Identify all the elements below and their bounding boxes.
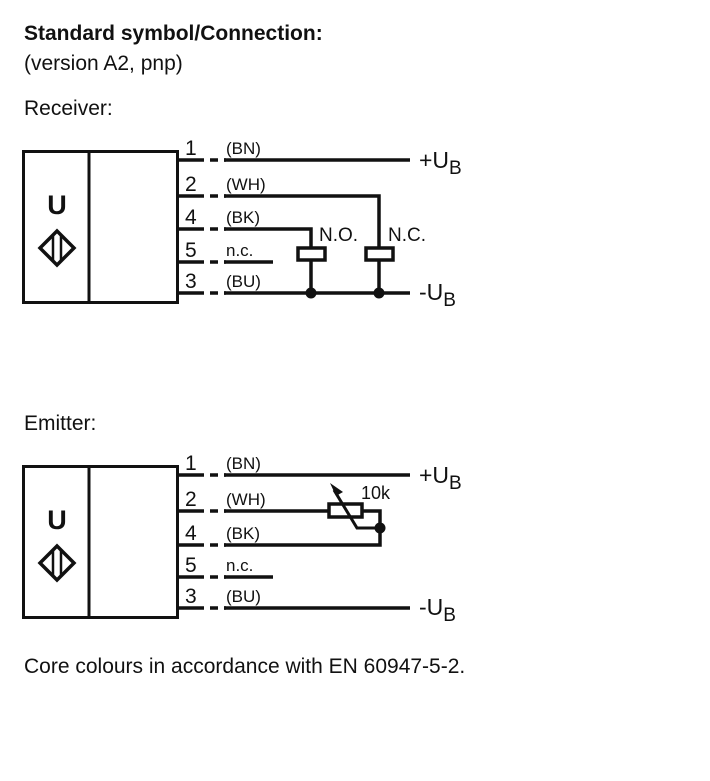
pin-number: 2 <box>185 488 197 511</box>
emitter-u-symbol: U <box>47 505 67 535</box>
receiver-wire-2 <box>224 194 381 247</box>
pin-color-code: (BK) <box>226 208 260 227</box>
pin-number: 5 <box>185 554 197 577</box>
emitter-pin: 1 (BN) <box>178 452 261 477</box>
pin-color-code: (WH) <box>226 175 266 194</box>
emitter-pin: 2 (WH) <box>178 488 266 513</box>
pin-color-code: (BN) <box>226 454 261 473</box>
junction-dot <box>373 287 385 299</box>
receiver-pin: 2 (WH) <box>178 173 266 198</box>
emitter-diagram: U 1 (BN) 2 (WH) 4 (BK) 5 n.c. 3 (BU) 10k +UB -UB <box>22 452 462 626</box>
receiver-heading: Receiver: <box>24 97 113 120</box>
pin-number: 4 <box>185 522 197 545</box>
pin-number: 1 <box>185 452 197 475</box>
receiver-housing <box>22 150 179 304</box>
receiver-pin: 4 (BK) <box>178 206 260 231</box>
pin-number: 1 <box>185 137 197 160</box>
emitter-heading: Emitter: <box>24 412 97 435</box>
receiver-supply-plus: +UB <box>419 147 462 179</box>
diamond-sensor-icon <box>37 228 77 268</box>
receiver-supply-minus: -UB <box>419 279 456 311</box>
pin-number: 4 <box>185 206 197 229</box>
potentiometer-wiper <box>332 489 380 530</box>
receiver-pin: 3 (BU) <box>178 270 261 295</box>
emitter-housing <box>22 465 179 619</box>
receiver-pin: 1 (BN) <box>178 137 261 162</box>
receiver-pin: 5 n.c. <box>178 239 253 264</box>
diamond-sensor-icon <box>37 543 77 583</box>
pin-color-code: n.c. <box>226 556 253 575</box>
pin-number: 2 <box>185 173 197 196</box>
page-title: Standard symbol/Connection: <box>24 22 323 45</box>
relay-nc <box>364 246 395 262</box>
pin-color-code: (BK) <box>226 524 260 543</box>
pin-number: 3 <box>185 270 197 293</box>
pin-color-code: (BU) <box>226 272 261 291</box>
relay-nc-label: N.C. <box>388 225 426 246</box>
junction-dot <box>305 287 317 299</box>
pin-color-code: (WH) <box>226 490 266 509</box>
pin-number: 3 <box>185 585 197 608</box>
relay-no <box>296 246 327 262</box>
receiver-u-symbol: U <box>47 190 67 220</box>
potentiometer-value: 10k <box>361 483 391 503</box>
junction-dot <box>374 522 386 534</box>
emitter-pin: 5 n.c. <box>178 554 253 579</box>
page-subtitle: (version A2, pnp) <box>24 52 183 75</box>
receiver-wire-4 <box>224 227 313 247</box>
pin-number: 5 <box>185 239 197 262</box>
receiver-diagram: U 1 (BN) 2 (WH) 4 (BK) 5 n.c. 3 (BU) N.O. N.C. +U… <box>22 137 462 311</box>
pin-color-code: (BU) <box>226 587 261 606</box>
pin-color-code: n.c. <box>226 241 253 260</box>
emitter-pin: 3 (BU) <box>178 585 261 610</box>
relay-no-label: N.O. <box>319 225 358 246</box>
footer-note: Core colours in accordance with EN 60947… <box>24 655 466 678</box>
arrow-icon <box>330 483 343 496</box>
emitter-supply-plus: +UB <box>419 462 462 494</box>
pin-color-code: (BN) <box>226 139 261 158</box>
emitter-pin: 4 (BK) <box>178 522 260 547</box>
emitter-supply-minus: -UB <box>419 594 456 626</box>
